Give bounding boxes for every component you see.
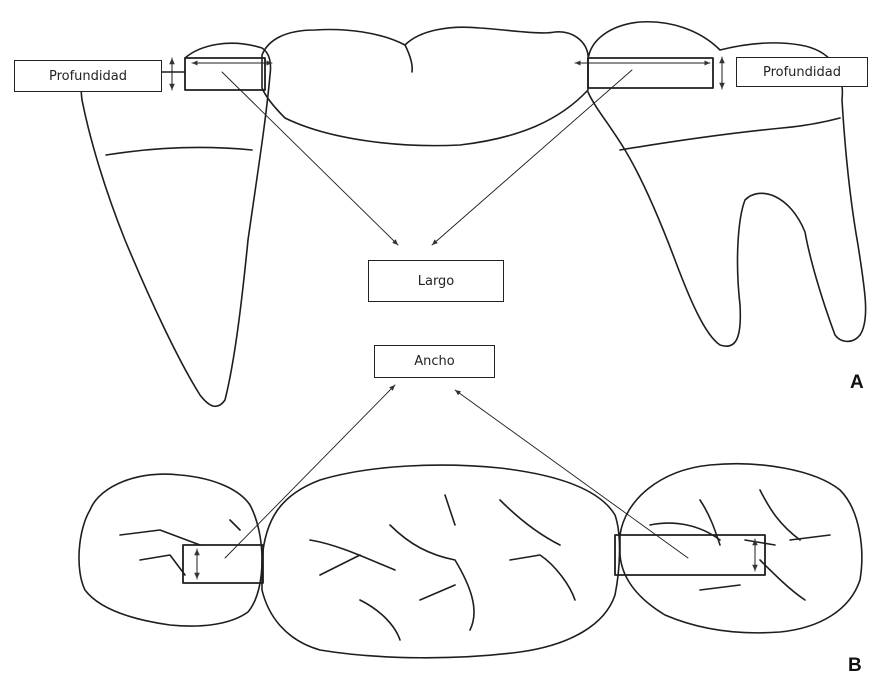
leader-arrow-largo-left	[222, 72, 398, 245]
pontic-fissures	[310, 495, 575, 640]
pontic-groove	[405, 45, 412, 72]
left-rest-seat-occlusal	[183, 545, 263, 583]
length-label: Largo	[368, 260, 504, 302]
right-tooth-fissures	[650, 490, 830, 600]
leader-arrow-ancho-right	[455, 390, 688, 558]
panel-label-b: B	[848, 655, 862, 677]
leader-arrow-largo-right	[432, 70, 632, 245]
pontic-occlusal	[262, 465, 620, 658]
width-label: Ancho	[374, 345, 495, 378]
right-rest-seat-side	[588, 58, 713, 88]
depth-label-right: Profundidad	[736, 57, 868, 87]
left-tooth-occlusal	[79, 474, 262, 626]
pontic-outline	[262, 27, 588, 145]
leader-arrow-ancho-left	[225, 385, 395, 558]
panel-label-a: A	[850, 372, 864, 394]
left-tooth-cej	[106, 148, 252, 155]
left-tooth-fissures	[120, 520, 240, 575]
depth-label-left: Profundidad	[14, 60, 162, 92]
right-tooth-cej	[620, 118, 840, 150]
right-rest-seat-occlusal	[615, 535, 765, 575]
left-tooth-outline	[81, 43, 270, 406]
right-tooth-occlusal	[620, 464, 862, 633]
